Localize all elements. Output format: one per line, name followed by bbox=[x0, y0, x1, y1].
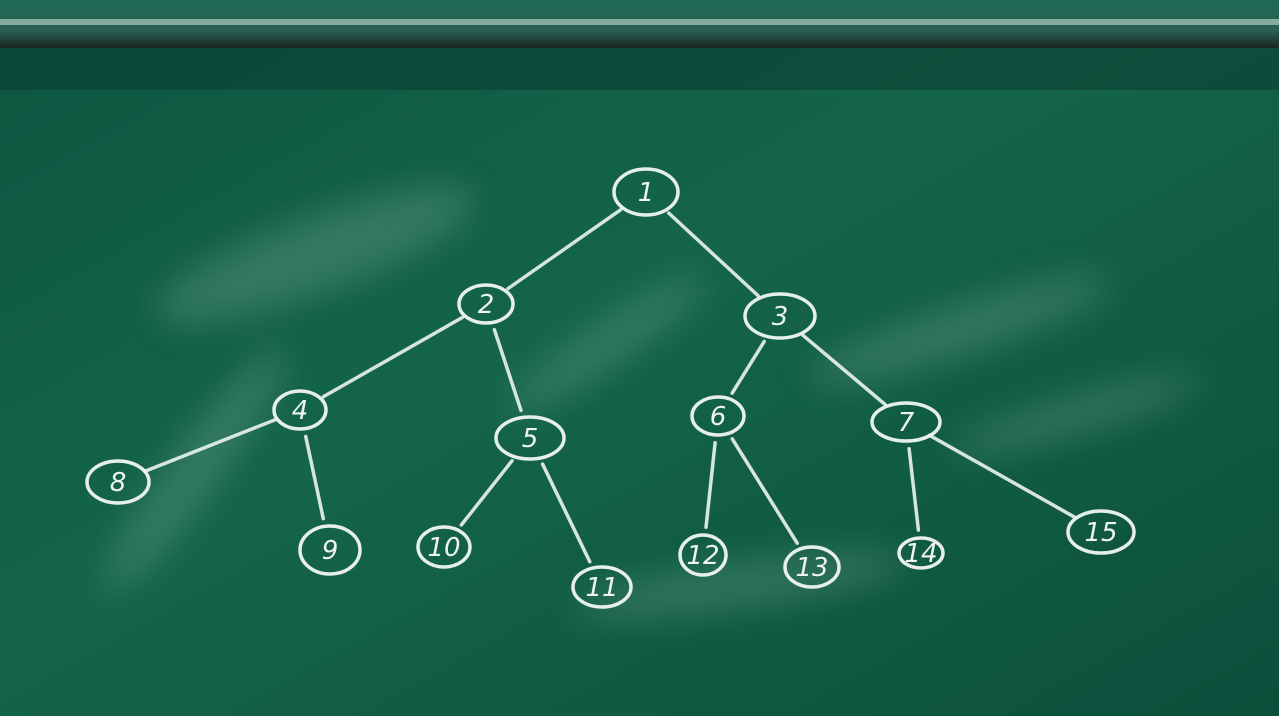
node-label-14: 14 bbox=[904, 539, 937, 569]
tree-node-15: 15 bbox=[1066, 509, 1136, 555]
tree-edge-6-12 bbox=[704, 441, 717, 529]
tree-node-9: 9 bbox=[298, 524, 362, 576]
tree-node-7: 7 bbox=[870, 401, 942, 443]
tree-edge-2-5 bbox=[492, 327, 523, 413]
node-label-12: 12 bbox=[686, 541, 719, 571]
tree-node-12: 12 bbox=[678, 533, 728, 577]
tree-edge-7-15 bbox=[927, 433, 1078, 520]
tree-node-3: 3 bbox=[743, 292, 817, 340]
node-circle-8 bbox=[85, 459, 151, 505]
node-label-6: 6 bbox=[710, 402, 727, 432]
tree-edge-7-14 bbox=[907, 447, 921, 532]
node-label-3: 3 bbox=[772, 302, 789, 332]
tree-edge-2-4 bbox=[321, 315, 465, 399]
node-circle-2 bbox=[457, 283, 515, 325]
tree-edge-1-3 bbox=[667, 211, 760, 298]
node-label-9: 9 bbox=[322, 536, 339, 566]
node-circle-3 bbox=[743, 292, 817, 340]
node-label-11: 11 bbox=[585, 573, 618, 603]
tree-node-13: 13 bbox=[783, 545, 841, 589]
tree-edge-4-8 bbox=[143, 418, 277, 474]
node-label-8: 8 bbox=[110, 468, 127, 498]
node-circle-5 bbox=[494, 415, 566, 461]
node-circle-11 bbox=[571, 565, 633, 609]
tree-node-8: 8 bbox=[85, 459, 151, 505]
node-circle-15 bbox=[1066, 509, 1136, 555]
node-label-7: 7 bbox=[898, 408, 915, 438]
chalk-smudges bbox=[104, 186, 1201, 618]
tree-node-14: 14 bbox=[897, 536, 945, 570]
tree-node-4: 4 bbox=[272, 389, 328, 431]
tree-edges bbox=[143, 208, 1078, 564]
node-circle-4 bbox=[272, 389, 328, 431]
node-circle-13 bbox=[783, 545, 841, 589]
node-circle-12 bbox=[678, 533, 728, 577]
rail-highlight bbox=[0, 19, 1279, 25]
tree-node-6: 6 bbox=[690, 395, 746, 437]
node-label-13: 13 bbox=[795, 553, 828, 583]
tree-edge-1-2 bbox=[506, 208, 623, 291]
node-label-4: 4 bbox=[292, 396, 309, 426]
tree-edge-5-10 bbox=[459, 459, 514, 527]
node-circle-6 bbox=[690, 395, 746, 437]
tree-edge-3-7 bbox=[801, 333, 888, 407]
tree-edge-4-9 bbox=[303, 434, 326, 521]
node-label-10: 10 bbox=[427, 533, 460, 563]
tree-edge-6-13 bbox=[730, 437, 799, 545]
node-circle-7 bbox=[870, 401, 942, 443]
node-circle-1 bbox=[612, 167, 680, 217]
node-circle-9 bbox=[298, 524, 362, 576]
tree-node-2: 2 bbox=[457, 283, 515, 325]
tree-node-10: 10 bbox=[416, 525, 472, 569]
node-label-5: 5 bbox=[522, 424, 539, 454]
node-label-15: 15 bbox=[1084, 518, 1117, 548]
node-circle-14 bbox=[897, 536, 945, 570]
tree-edge-5-11 bbox=[540, 462, 592, 564]
tree-node-5: 5 bbox=[494, 415, 566, 461]
node-label-2: 2 bbox=[478, 290, 495, 320]
node-label-1: 1 bbox=[638, 178, 655, 208]
tree-node-11: 11 bbox=[571, 565, 633, 609]
node-circle-10 bbox=[416, 525, 472, 569]
board-shadow bbox=[0, 48, 1279, 90]
tree-node-1: 1 bbox=[612, 167, 680, 217]
tree-edge-3-6 bbox=[730, 339, 766, 395]
